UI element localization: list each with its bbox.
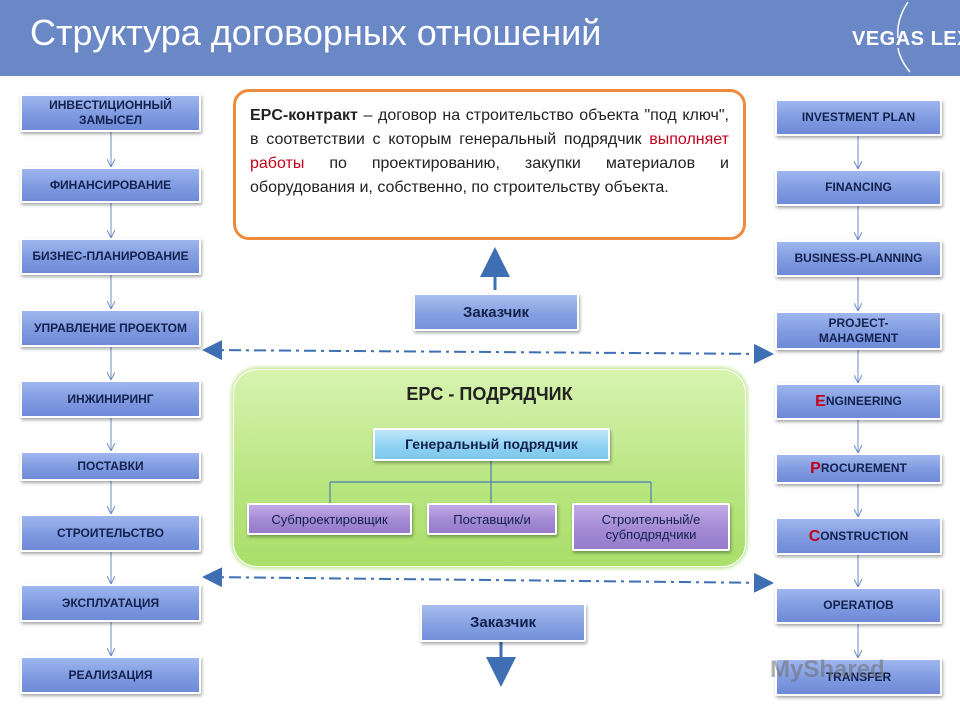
watermark: MyShared bbox=[770, 656, 885, 683]
customer-top-box: Заказчик bbox=[413, 293, 579, 331]
left-step-label: УПРАВЛЕНИЕ ПРОЕКТОМ bbox=[34, 320, 187, 335]
right-step-operation: OPERATIOB bbox=[775, 587, 942, 624]
left-step-construction: СТРОИТЕЛЬСТВО bbox=[20, 514, 201, 552]
right-step-cap: P bbox=[810, 460, 821, 477]
construction-subcontractors-box: Строительный/е субподрядчики bbox=[572, 503, 730, 551]
right-step-investment-plan: INVESTMENT PLAN bbox=[775, 99, 942, 136]
left-step-label: ПОСТАВКИ bbox=[77, 458, 144, 473]
right-step-transfer: TRANSFER bbox=[775, 658, 942, 696]
customer-bottom-box: Заказчик bbox=[420, 603, 586, 642]
left-step-label: ИНВЕСТИЦИОННЫЙ ЗАМЫСЕЛ bbox=[49, 98, 172, 127]
right-step-label: OPERATIOB bbox=[823, 598, 894, 612]
left-step-label: БИЗНЕС-ПЛАНИРОВАНИЕ bbox=[32, 249, 189, 263]
customer-bottom-label: Заказчик bbox=[469, 614, 537, 631]
left-step-realization: РЕАЛИЗАЦИЯ bbox=[20, 656, 201, 694]
general-contractor-box: Генеральный подрядчик bbox=[373, 428, 610, 461]
left-step-label: ИНЖИНИРИНГ bbox=[67, 391, 154, 406]
left-step-engineering: ИНЖИНИРИНГ bbox=[20, 380, 201, 418]
definition-text-2: по проектированию, закупки материалов и … bbox=[250, 155, 729, 196]
left-step-label: РЕАЛИЗАЦИЯ bbox=[68, 667, 153, 682]
right-step-financing: FINANCING bbox=[775, 169, 942, 206]
left-step-label: ЭКСПЛУАТАЦИЯ bbox=[61, 595, 160, 610]
right-step-project-management: PROJECT-MAHAGMENT bbox=[775, 311, 942, 350]
right-step-label: FINANCING bbox=[825, 180, 892, 194]
top-dashed-arrow bbox=[202, 340, 774, 364]
bottom-dashed-arrow bbox=[202, 567, 774, 593]
right-step-cap: C bbox=[808, 527, 821, 545]
right-step-label: ROCUREMENT bbox=[820, 461, 907, 475]
header-bar: Структура договорных отношений VEGAS LEX bbox=[0, 0, 960, 76]
right-step-cap: E bbox=[815, 393, 826, 410]
definition-highlight: выполняет работы bbox=[250, 131, 729, 172]
left-step-financing: ФИНАНСИРОВАНИЕ bbox=[20, 167, 201, 203]
logo: VEGAS LEX bbox=[852, 28, 960, 50]
left-step-project-management: УПРАВЛЕНИЕ ПРОЕКТОМ bbox=[20, 309, 201, 347]
right-step-label: NGINEERING bbox=[825, 394, 902, 408]
right-step-business-planning: BUSINESS-PLANNING bbox=[775, 240, 942, 277]
right-step-label: INVESTMENT PLAN bbox=[801, 110, 916, 124]
right-step-label: BUSINESS-PLANNING bbox=[794, 251, 923, 265]
supplier-box: Поставщик/и bbox=[427, 503, 557, 535]
left-step-supplies: ПОСТАВКИ bbox=[20, 451, 201, 481]
left-step-investment-idea: ИНВЕСТИЦИОННЫЙ ЗАМЫСЕЛ bbox=[20, 94, 201, 132]
supplier-label: Поставщик/и bbox=[453, 511, 531, 527]
customer-top-label: Заказчик bbox=[462, 303, 530, 321]
right-step-label: PROJECT-MAHAGMENT bbox=[818, 315, 899, 345]
subdesigner-label: Субпроектировщик bbox=[271, 511, 388, 527]
right-step-label: ONSTRUCTION bbox=[820, 528, 909, 543]
epc-term: EPC-контракт bbox=[250, 107, 358, 124]
right-step-label: TRANSFER bbox=[825, 669, 892, 684]
general-contractor-label: Генеральный подрядчик bbox=[405, 436, 578, 452]
epc-panel-title: EPC - ПОДРЯДЧИК bbox=[406, 384, 573, 404]
page-title: Структура договорных отношений bbox=[30, 12, 602, 53]
left-step-operation: ЭКСПЛУАТАЦИЯ bbox=[20, 584, 201, 622]
epc-definition-box: EPC-контракт – договор на строительство … bbox=[233, 89, 746, 240]
subdesigner-box: Субпроектировщик bbox=[247, 503, 412, 535]
left-step-label: ФИНАНСИРОВАНИЕ bbox=[49, 177, 172, 192]
logo-slash-icon bbox=[896, 1, 911, 73]
definition-text-1: – договор на строительство объекта "под … bbox=[250, 107, 729, 148]
left-step-business-planning: БИЗНЕС-ПЛАНИРОВАНИЕ bbox=[20, 238, 201, 275]
left-step-label: СТРОИТЕЛЬСТВО bbox=[57, 525, 164, 540]
construction-subcontractors-label: Строительный/е субподрядчики bbox=[601, 512, 701, 542]
